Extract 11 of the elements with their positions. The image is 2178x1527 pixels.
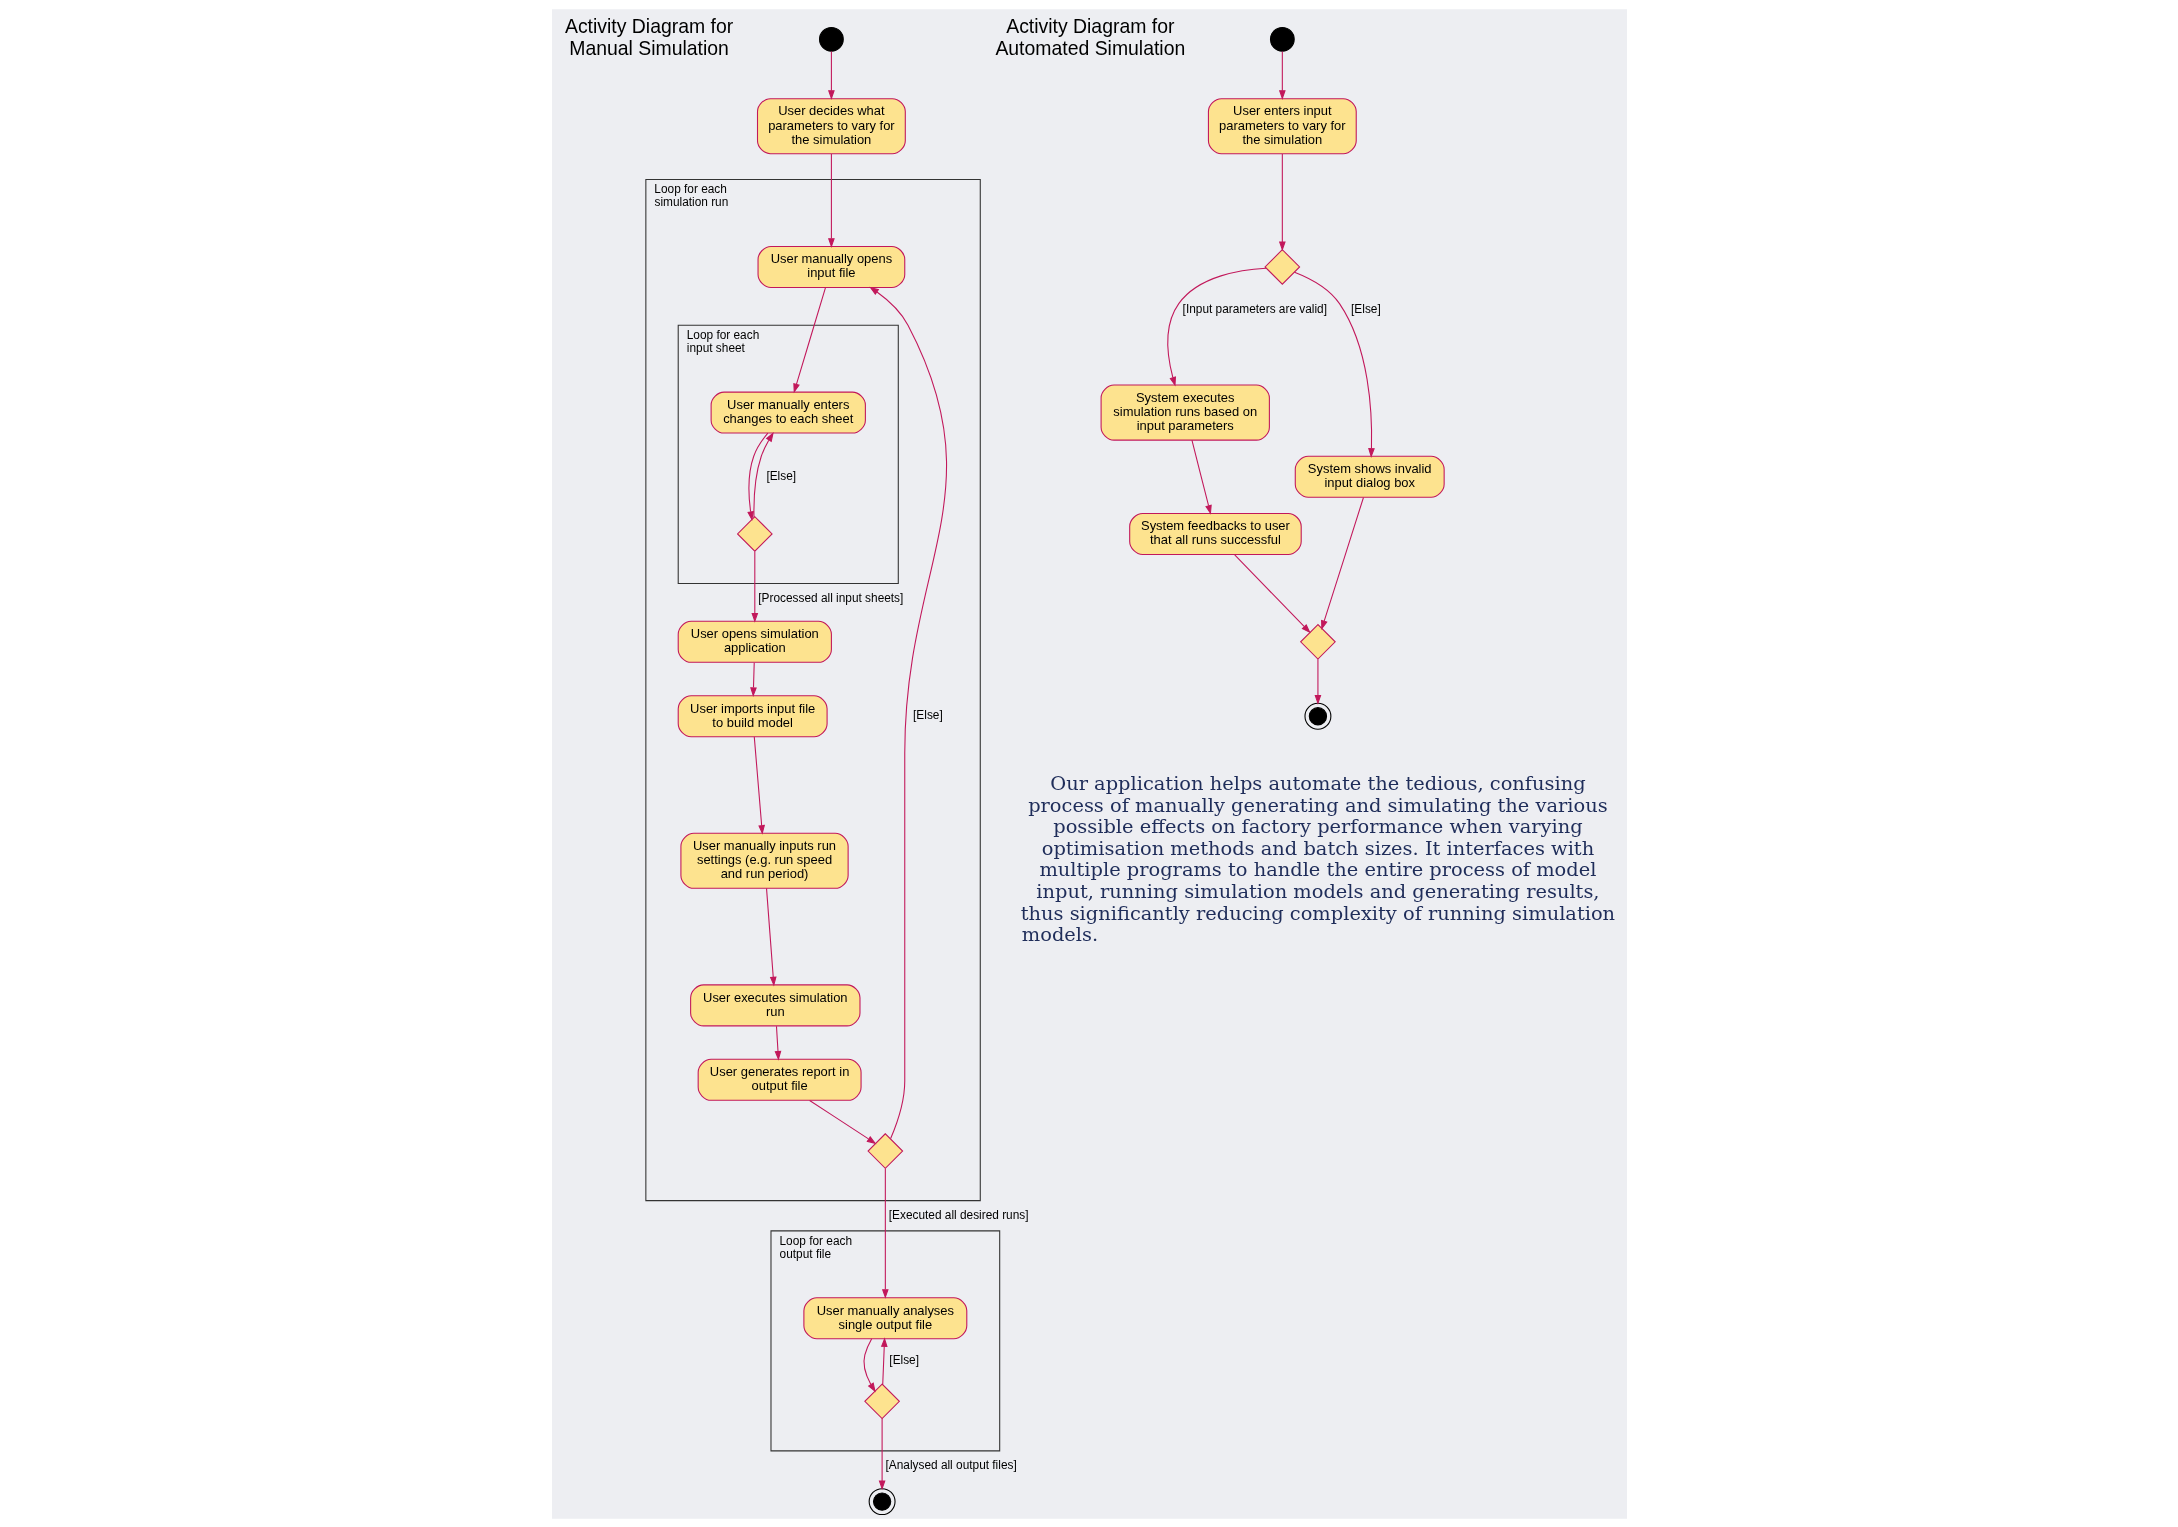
label: Activity Diagram for Manual Simulation bbox=[564, 14, 733, 59]
edge-label: [Else] bbox=[765, 468, 796, 483]
edge-label: [Processed all input sheets] bbox=[757, 590, 903, 605]
edge-label: [Else] bbox=[1350, 301, 1381, 316]
label: Activity Diagram for Automated Simulation bbox=[994, 14, 1185, 59]
edge-label: [Else] bbox=[912, 707, 943, 722]
edge-label: [Input parameters are valid] bbox=[1182, 301, 1327, 316]
edge-label: [Else] bbox=[888, 1352, 919, 1367]
edge-label: [Executed all desired runs] bbox=[888, 1207, 1029, 1222]
edge-label: [Analysed all output files] bbox=[885, 1457, 1017, 1472]
label: Our application helps automate the tedious, confusing process of manually generating and simulating the various possible effects on factory performance when varying optimisation methods and batch sizes. It interfaces with multiple programs to handle the entire process of model input, running simulation models and generating results, thus significantly reducing complexity of running simulation models. bbox=[1020, 771, 1615, 946]
